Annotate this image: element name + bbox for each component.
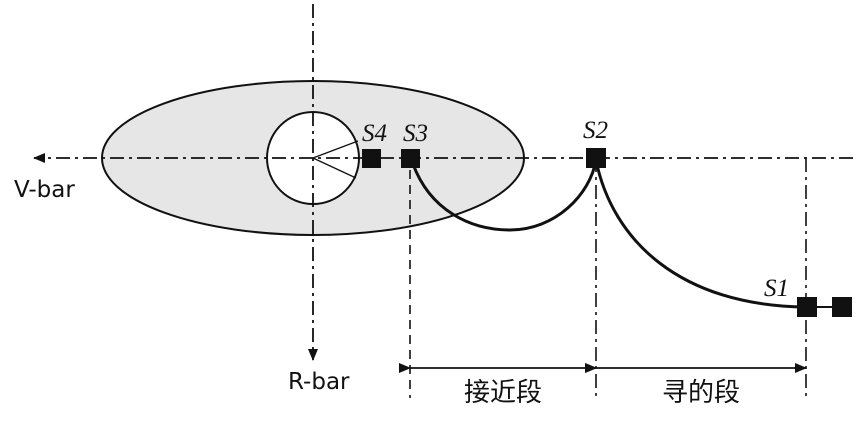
s3-marker xyxy=(401,149,420,168)
approach-trajectory xyxy=(411,159,598,232)
s2-label: S2 xyxy=(583,117,608,144)
s2-marker xyxy=(586,148,606,168)
radial-line-upper xyxy=(312,140,359,159)
s3-label: S3 xyxy=(403,120,428,147)
s1-marker-a xyxy=(797,297,817,317)
s1-marker-b xyxy=(832,297,852,317)
radial-line-lower xyxy=(312,157,357,179)
s4-label: S4 xyxy=(362,120,387,147)
s4-marker xyxy=(362,149,381,168)
approach-segment-label: 接近段 xyxy=(464,378,542,408)
s1-label: S1 xyxy=(764,275,789,302)
homing-trajectory xyxy=(594,159,807,309)
r-bar-label: R-bar xyxy=(288,369,350,395)
homing-segment-label: 寻的段 xyxy=(662,378,740,408)
v-bar-label: V-bar xyxy=(14,177,75,203)
